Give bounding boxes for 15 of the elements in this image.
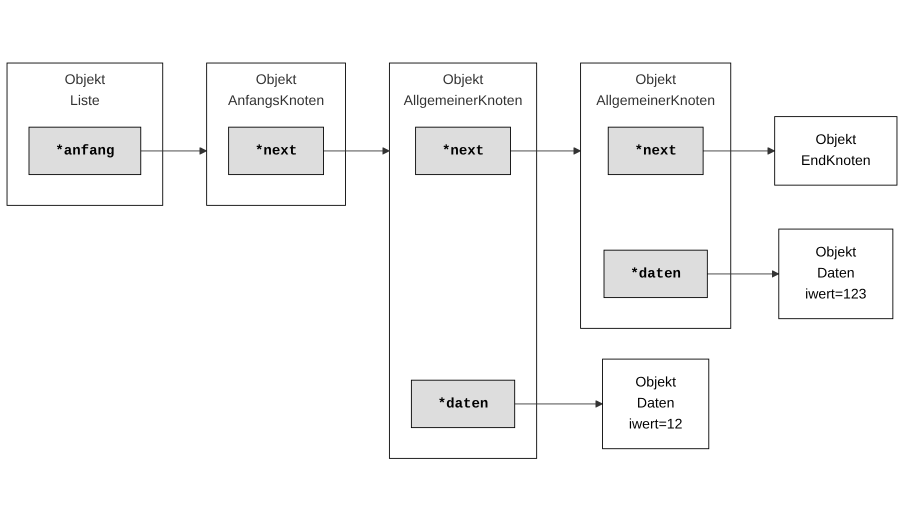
arrow [706, 270, 780, 278]
node-box: Objekt EndKnoten [774, 116, 898, 186]
node-box: Objekt Daten iwert=12 [602, 358, 710, 449]
node-box: Objekt Daten iwert=123 [778, 228, 894, 319]
arrow [140, 146, 207, 155]
node-box: *daten [604, 250, 708, 298]
node-box: *next [415, 126, 511, 175]
arrow [323, 146, 390, 155]
arrow [514, 400, 603, 408]
node-box: *daten [410, 380, 516, 428]
node-box: *next [228, 126, 324, 175]
node-box: *next [608, 126, 704, 175]
arrow [702, 146, 776, 155]
arrow [510, 146, 581, 155]
node-box: *anfang [28, 126, 142, 175]
